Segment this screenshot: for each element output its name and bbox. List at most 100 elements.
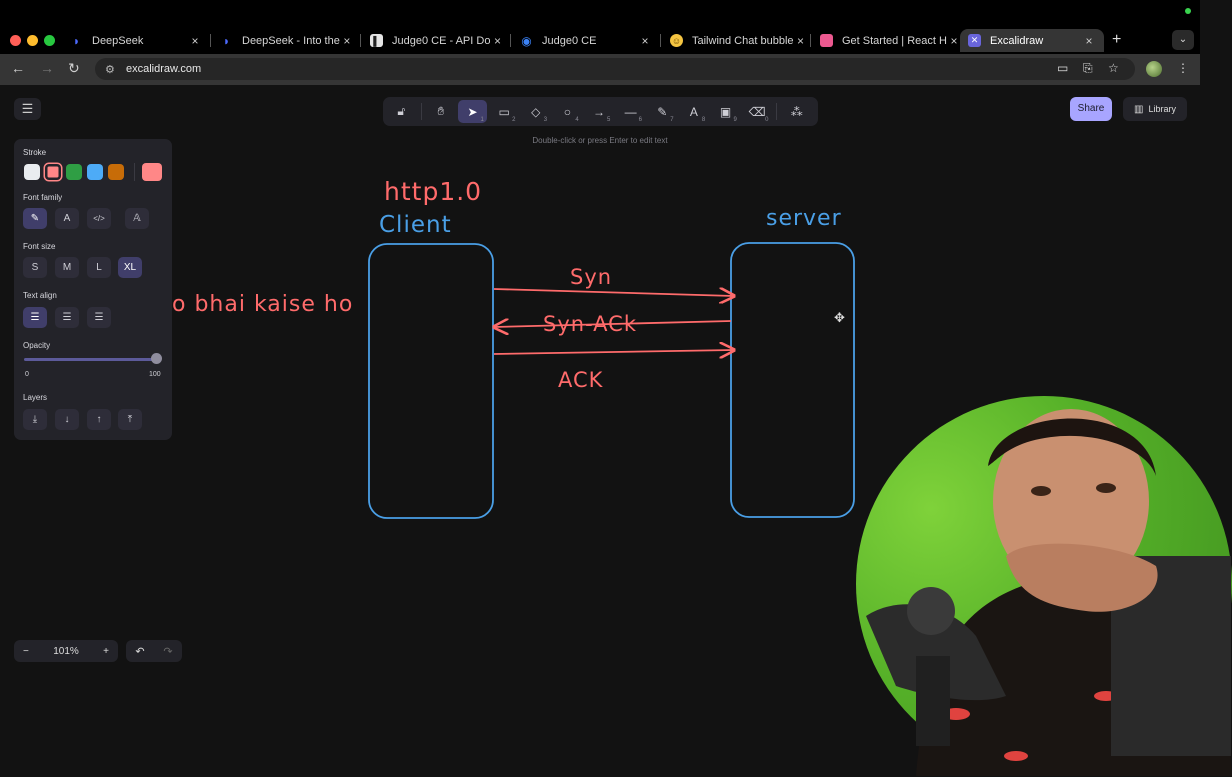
window-minimize-icon[interactable]	[27, 35, 38, 46]
tab-close-icon[interactable]: ×	[191, 33, 199, 48]
eraser-tool-button[interactable]: ⌫ 0	[743, 100, 772, 124]
hand-tool-button[interactable]: ✋︎	[427, 100, 456, 123]
font-size-m-button[interactable]: M	[55, 257, 79, 278]
opacity-slider-track[interactable]	[24, 358, 158, 361]
tab-excalidraw[interactable]: ✕ Excalidraw ×	[960, 29, 1104, 52]
syn-ack-arrow[interactable]	[494, 321, 732, 327]
address-bar[interactable]: ⚙︎ excalidraw.com	[95, 58, 1135, 80]
send-backward-button[interactable]: ↓	[55, 409, 79, 430]
tab-deepseek[interactable]: ◗ DeepSeek ×	[62, 29, 210, 52]
zoom-level[interactable]: 101%	[53, 645, 79, 657]
browser-menu-icon[interactable]: ⋮	[1177, 61, 1189, 75]
lock-tool-button[interactable]: 🔓︎	[387, 100, 416, 123]
server-box[interactable]	[730, 242, 855, 518]
align-right-button[interactable]: ☰	[87, 307, 111, 328]
shapes-cluster-icon: ⁂	[790, 104, 803, 119]
syn-ack-label[interactable]: Syn-ACk	[543, 312, 638, 336]
tab-close-icon[interactable]: ×	[641, 33, 649, 48]
image-tool-button[interactable]: ▣ 9	[711, 100, 740, 124]
client-label[interactable]: Client	[379, 212, 452, 238]
reload-icon[interactable]: ↻	[68, 60, 80, 76]
main-menu-button[interactable]: ☰	[14, 98, 41, 120]
tab-close-icon[interactable]: ×	[343, 33, 351, 48]
forward-arrow-icon[interactable]: →	[40, 60, 54, 76]
tab-deepseek-into[interactable]: ◗ DeepSeek - Into the ×	[212, 29, 360, 52]
tab-judge0-api-docs[interactable]: ▌ Judge0 CE - API Do ×	[362, 29, 510, 52]
tab-divider	[360, 34, 361, 47]
extra-tools-button[interactable]: ⁂	[782, 100, 811, 123]
stroke-color-swatch[interactable]	[66, 164, 82, 180]
syn-arrow[interactable]	[493, 289, 734, 296]
new-tab-button[interactable]: +	[1112, 31, 1122, 48]
bring-to-front-button[interactable]: ⤒	[118, 409, 142, 430]
bring-forward-button[interactable]: ↑	[87, 409, 111, 430]
font-more-button[interactable]: 𝔸	[125, 208, 149, 229]
judge0-search-icon: ◉	[521, 33, 532, 48]
align-left-button[interactable]: ☰	[23, 307, 47, 328]
ack-label[interactable]: ACK	[558, 368, 604, 392]
rectangle-icon: ▭	[498, 104, 510, 119]
profile-avatar[interactable]	[1146, 61, 1162, 77]
zoom-out-button[interactable]: −	[23, 645, 29, 657]
bookmark-star-icon[interactable]: ☆	[1108, 61, 1119, 75]
font-hand-drawn-button[interactable]: ✎	[23, 208, 47, 229]
ellipse-tool-button[interactable]: ○ 4	[553, 100, 582, 124]
site-settings-icon[interactable]: ⚙︎	[105, 63, 115, 76]
tab-react-hook-form[interactable]: Get Started | React H ×	[812, 29, 960, 52]
font-size-xl-button[interactable]: XL	[118, 257, 142, 278]
back-arrow-icon[interactable]: ←	[11, 60, 25, 76]
rectangle-tool-button[interactable]: ▭ 2	[490, 100, 519, 124]
stroke-color-swatch[interactable]	[87, 164, 103, 180]
align-center-button[interactable]: ☰	[55, 307, 79, 328]
server-label[interactable]: server	[766, 206, 842, 231]
react-hook-form-icon	[820, 34, 833, 47]
arrow-tool-button[interactable]: → 5	[585, 100, 614, 124]
stroke-color-swatch[interactable]	[24, 164, 40, 180]
zoom-controls: − 101% +	[14, 640, 118, 662]
font-size-s-button[interactable]: S	[23, 257, 47, 278]
tab-search-chevron-icon[interactable]: ⌄	[1172, 30, 1194, 50]
hamburger-icon: ☰	[21, 101, 34, 116]
current-stroke-color[interactable]	[142, 163, 162, 181]
library-button[interactable]: ▥ Library	[1123, 97, 1187, 121]
font-size-l-button[interactable]: L	[87, 257, 111, 278]
window-maximize-icon[interactable]	[44, 35, 55, 46]
draw-tool-button[interactable]: ✎ 7	[648, 100, 677, 124]
diagram-title-text[interactable]: http1.0	[384, 177, 483, 206]
tab-close-icon[interactable]: ×	[1085, 33, 1093, 48]
client-box[interactable]	[368, 243, 494, 519]
font-code-button[interactable]: </>	[87, 208, 111, 229]
stroke-color-swatch[interactable]	[45, 164, 61, 180]
send-to-back-button[interactable]: ⤓	[23, 409, 47, 430]
opacity-slider-handle[interactable]	[151, 353, 162, 364]
zoom-in-button[interactable]: +	[103, 645, 109, 657]
toolbar-divider	[420, 103, 422, 120]
window-close-icon[interactable]	[10, 35, 21, 46]
shortcut-number: 0	[765, 117, 769, 123]
diamond-tool-button[interactable]: ◇ 3	[521, 100, 550, 124]
page-action-icon[interactable]: ⎘	[1083, 61, 1093, 75]
tab-close-icon[interactable]: ×	[950, 33, 958, 48]
line-tool-button[interactable]: — 6	[616, 100, 645, 124]
redo-icon[interactable]: ↷	[163, 645, 173, 658]
tab-close-icon[interactable]: ×	[797, 33, 805, 48]
font-family-label: Font family	[23, 193, 63, 202]
url-text[interactable]: excalidraw.com	[126, 63, 202, 75]
cast-icon[interactable]: ▭	[1057, 61, 1069, 75]
tab-judge0-ce[interactable]: ◉ Judge0 CE ×	[512, 29, 660, 52]
share-button[interactable]: Share	[1070, 97, 1112, 121]
layers-label: Layers	[23, 393, 48, 402]
arrow-down-icon: ↓	[64, 414, 70, 425]
drawing-layer	[368, 242, 855, 519]
tab-tailwind-chat-bubble[interactable]: ☺ Tailwind Chat bubble ×	[662, 29, 810, 52]
tab-close-icon[interactable]: ×	[493, 33, 501, 48]
undo-icon[interactable]: ↶	[135, 645, 145, 658]
ack-arrow[interactable]	[493, 350, 734, 354]
selection-tool-button[interactable]: ➤ 1	[458, 100, 487, 123]
font-normal-button[interactable]: A	[55, 208, 79, 229]
stroke-color-swatch[interactable]	[108, 164, 124, 180]
tab-divider	[810, 34, 811, 47]
text-tool-button[interactable]: A 8	[680, 100, 709, 124]
syn-label[interactable]: Syn	[570, 265, 613, 289]
partial-text-element[interactable]: o bhai kaise ho	[172, 292, 354, 317]
